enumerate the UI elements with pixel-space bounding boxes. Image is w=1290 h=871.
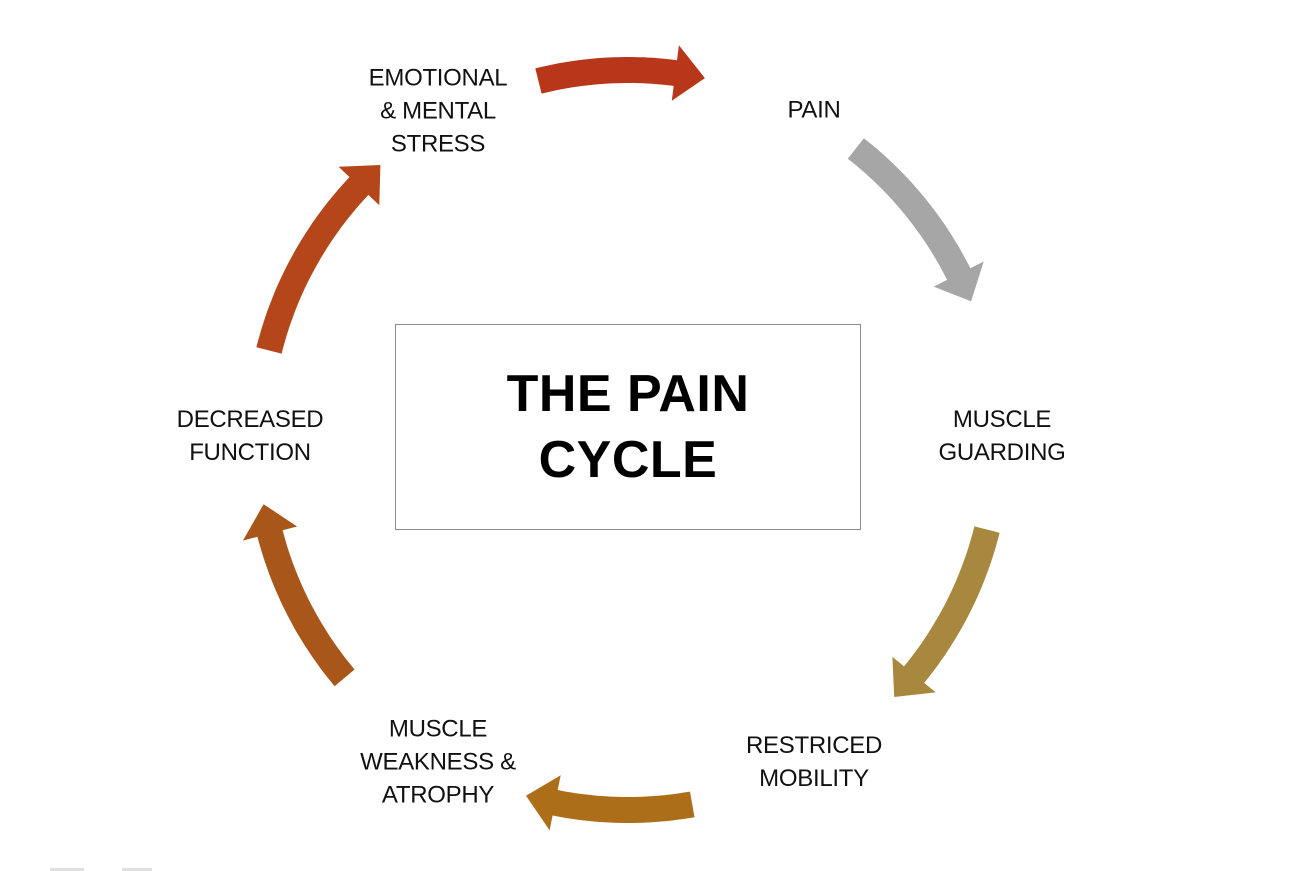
arrow-emotional-stress-to-pain [535,45,705,101]
node-muscle-guarding: MUSCLE GUARDING [938,406,1066,466]
arrow-muscle-guarding-to-restricted-mobility [892,526,1000,697]
title-line-1: THE PAIN [506,365,750,423]
arrow-pain-to-muscle-guarding [847,138,984,302]
bottom-mark-right [122,868,152,871]
arrow-muscle-weakness-to-decreased-function [242,504,355,687]
title-box: THE PAIN CYCLE [395,324,861,530]
bottom-mark-left [50,868,84,871]
node-decreased-function: DECREASED FUNCTION [176,406,324,466]
title-line-2: CYCLE [538,431,718,489]
node-muscle-weakness: MUSCLE WEAKNESS & ATROPHY [360,715,516,809]
node-emotional-stress: EMOTIONAL & MENTAL STRESS [368,64,508,158]
node-restricted-mobility: RESTRICED MOBILITY [746,732,882,792]
node-pain: PAIN [787,96,841,124]
arrow-restricted-mobility-to-muscle-weakness [526,775,695,831]
arrow-decreased-function-to-emotional-stress [256,165,381,354]
